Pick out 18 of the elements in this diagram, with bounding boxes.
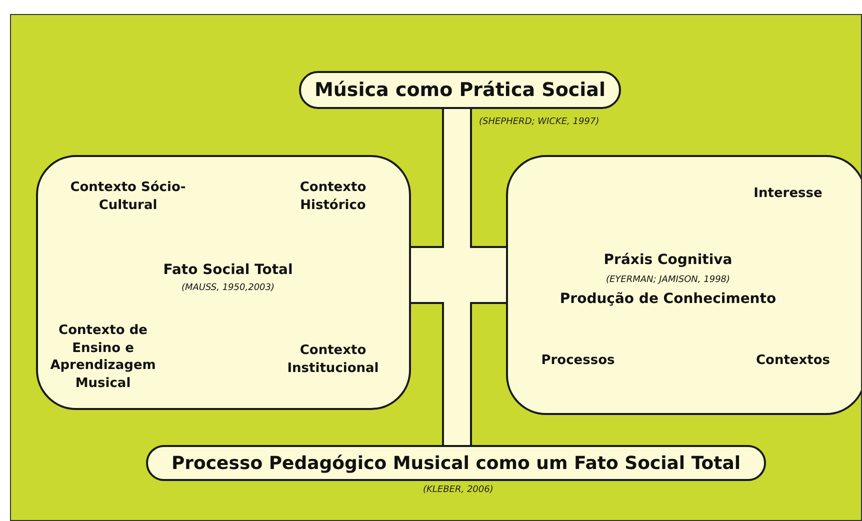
concept-heading: Fato Social Total: [162, 262, 294, 278]
citation: (EYERMAN; JAMISON, 1998): [604, 275, 732, 285]
concept-label: Interesse: [738, 185, 838, 203]
concept-panel: [506, 155, 861, 415]
concept-label: Contexto Histórico: [278, 179, 388, 214]
concept-panel: [36, 155, 411, 410]
concept-heading: Produção de Conhecimento: [558, 291, 778, 307]
concept-label: Contexto de Ensino e Aprendizagem Musical: [43, 322, 163, 392]
title-banner: Música como Prática Social: [299, 71, 621, 109]
citation: (SHEPHERD; WICKE, 1997): [479, 117, 600, 127]
citation: (KLEBER, 2006): [423, 485, 494, 495]
concept-label: Processos: [523, 352, 633, 370]
citation: (MAUSS, 1950,2003): [180, 283, 276, 293]
concept-heading: Práxis Cognitiva: [602, 252, 734, 268]
concept-label: Contextos: [743, 352, 843, 370]
concept-label: Contexto Sócio-Cultural: [58, 179, 198, 214]
title-banner: Processo Pedagógico Musical como um Fato Social Total: [146, 445, 766, 481]
concept-label: Contexto Institucional: [278, 342, 388, 378]
